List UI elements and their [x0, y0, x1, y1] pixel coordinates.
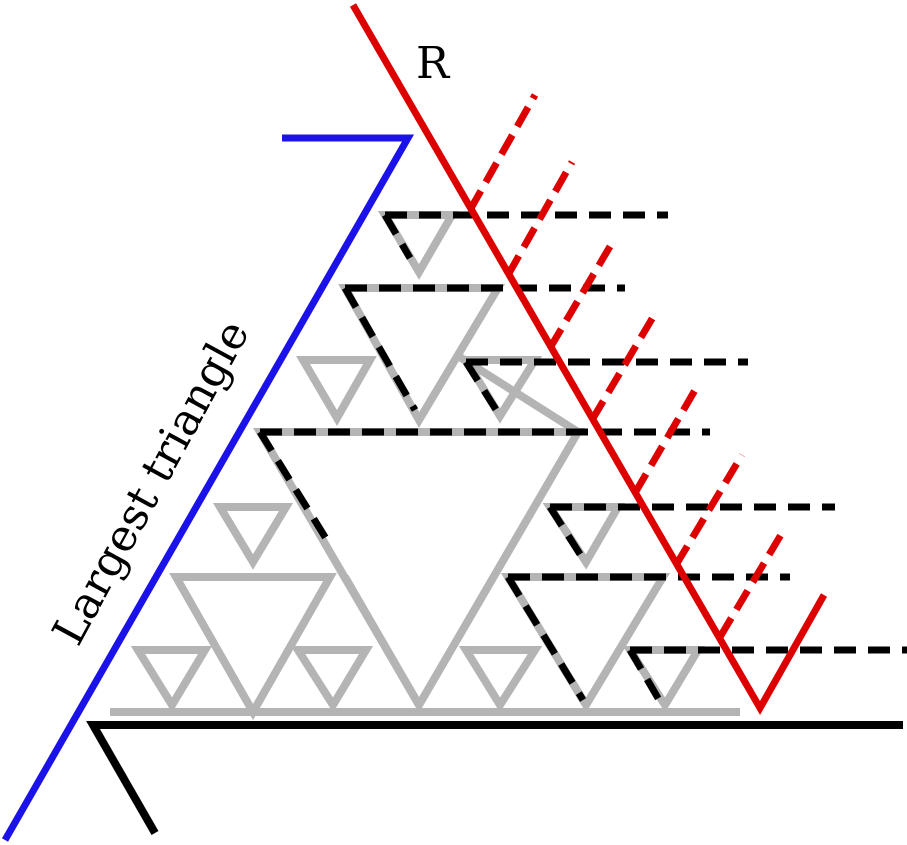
red-dashed-2	[504, 160, 576, 277]
dashed-diagonal-3	[463, 360, 503, 418]
fractal-connector	[452, 350, 581, 436]
dashed-diagonal-6	[505, 575, 586, 702]
red-dashed-3	[546, 236, 619, 350]
fractal-triangle-right	[500, 573, 671, 713]
dashed-diagonal-7	[626, 648, 666, 707]
dashed-diagonal-2	[341, 286, 419, 412]
fractal-triangle-small	[622, 646, 706, 713]
fractal-triangle-small	[130, 646, 213, 713]
fractal-triangle-left	[169, 573, 337, 721]
dashed-diagonal-4	[257, 430, 333, 547]
red-dashed-4	[588, 310, 660, 422]
fractal-connector	[341, 574, 423, 708]
red-dashed-5	[631, 383, 702, 495]
fractal-triangle-upper	[338, 284, 506, 428]
fractal-triangle-small	[377, 211, 459, 280]
label-r: R	[416, 38, 451, 89]
label-largest-triangle: Largest triangle	[43, 312, 260, 653]
blue-edge	[1, 134, 415, 842]
red-dashed-7	[716, 531, 786, 639]
fractal-triangle-small	[296, 356, 377, 426]
red-edge	[349, 3, 828, 716]
dashed-diagonal-1	[381, 213, 414, 260]
black-base	[86, 721, 903, 835]
fractal-triangle-small	[458, 646, 543, 713]
dashed-lines	[257, 211, 907, 707]
fractal-triangle-small	[212, 503, 294, 570]
fractal-structure	[110, 211, 740, 721]
fractal-triangle-small	[290, 646, 374, 713]
red-dashed-lines	[466, 93, 786, 639]
fractal-triangle-top	[253, 428, 585, 713]
fractal-triangle-small	[542, 503, 625, 570]
red-dashed-6	[672, 453, 746, 567]
dashed-diagonal-5	[547, 505, 588, 564]
red-dashed-1	[466, 93, 539, 212]
